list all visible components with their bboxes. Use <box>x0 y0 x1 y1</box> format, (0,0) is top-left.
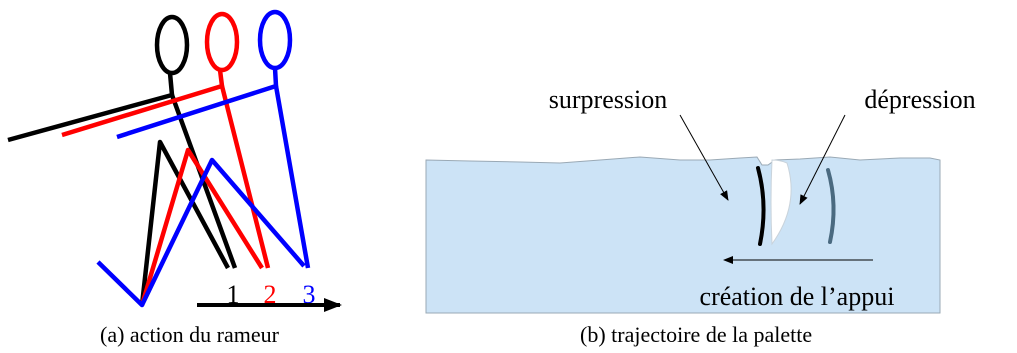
panel-b-blade: surpression dépression création de l’app… <box>425 85 976 314</box>
label-creation-appui: création de l’appui <box>700 282 895 311</box>
blade-back <box>826 168 836 244</box>
rower-figure-3 <box>96 9 311 308</box>
blade-front <box>756 166 766 246</box>
label-depression: dépression <box>864 85 975 114</box>
surpression-pointer-arrow <box>679 114 729 201</box>
cavity-region <box>770 159 792 246</box>
position-label-2: 2 <box>264 280 277 309</box>
water-body <box>425 156 941 314</box>
panel-a-rower: 1 2 3 <box>7 9 342 312</box>
label-surpression: surpression <box>549 85 667 114</box>
rower-figure-1 <box>7 14 238 306</box>
rower-3-head <box>257 9 293 71</box>
rower-figure-2 <box>61 11 271 306</box>
caption-panel-a: (a) action du rameur <box>100 322 279 347</box>
rower-2-legs <box>139 85 271 306</box>
rower-1-head <box>154 14 190 76</box>
rower-3-legs <box>96 85 311 308</box>
rower-2-head <box>204 11 240 73</box>
depression-pointer-arrow <box>799 114 846 205</box>
position-label-1: 1 <box>227 280 240 309</box>
position-label-3: 3 <box>303 280 316 309</box>
caption-panel-b: (b) trajectoire de la palette <box>580 322 813 347</box>
